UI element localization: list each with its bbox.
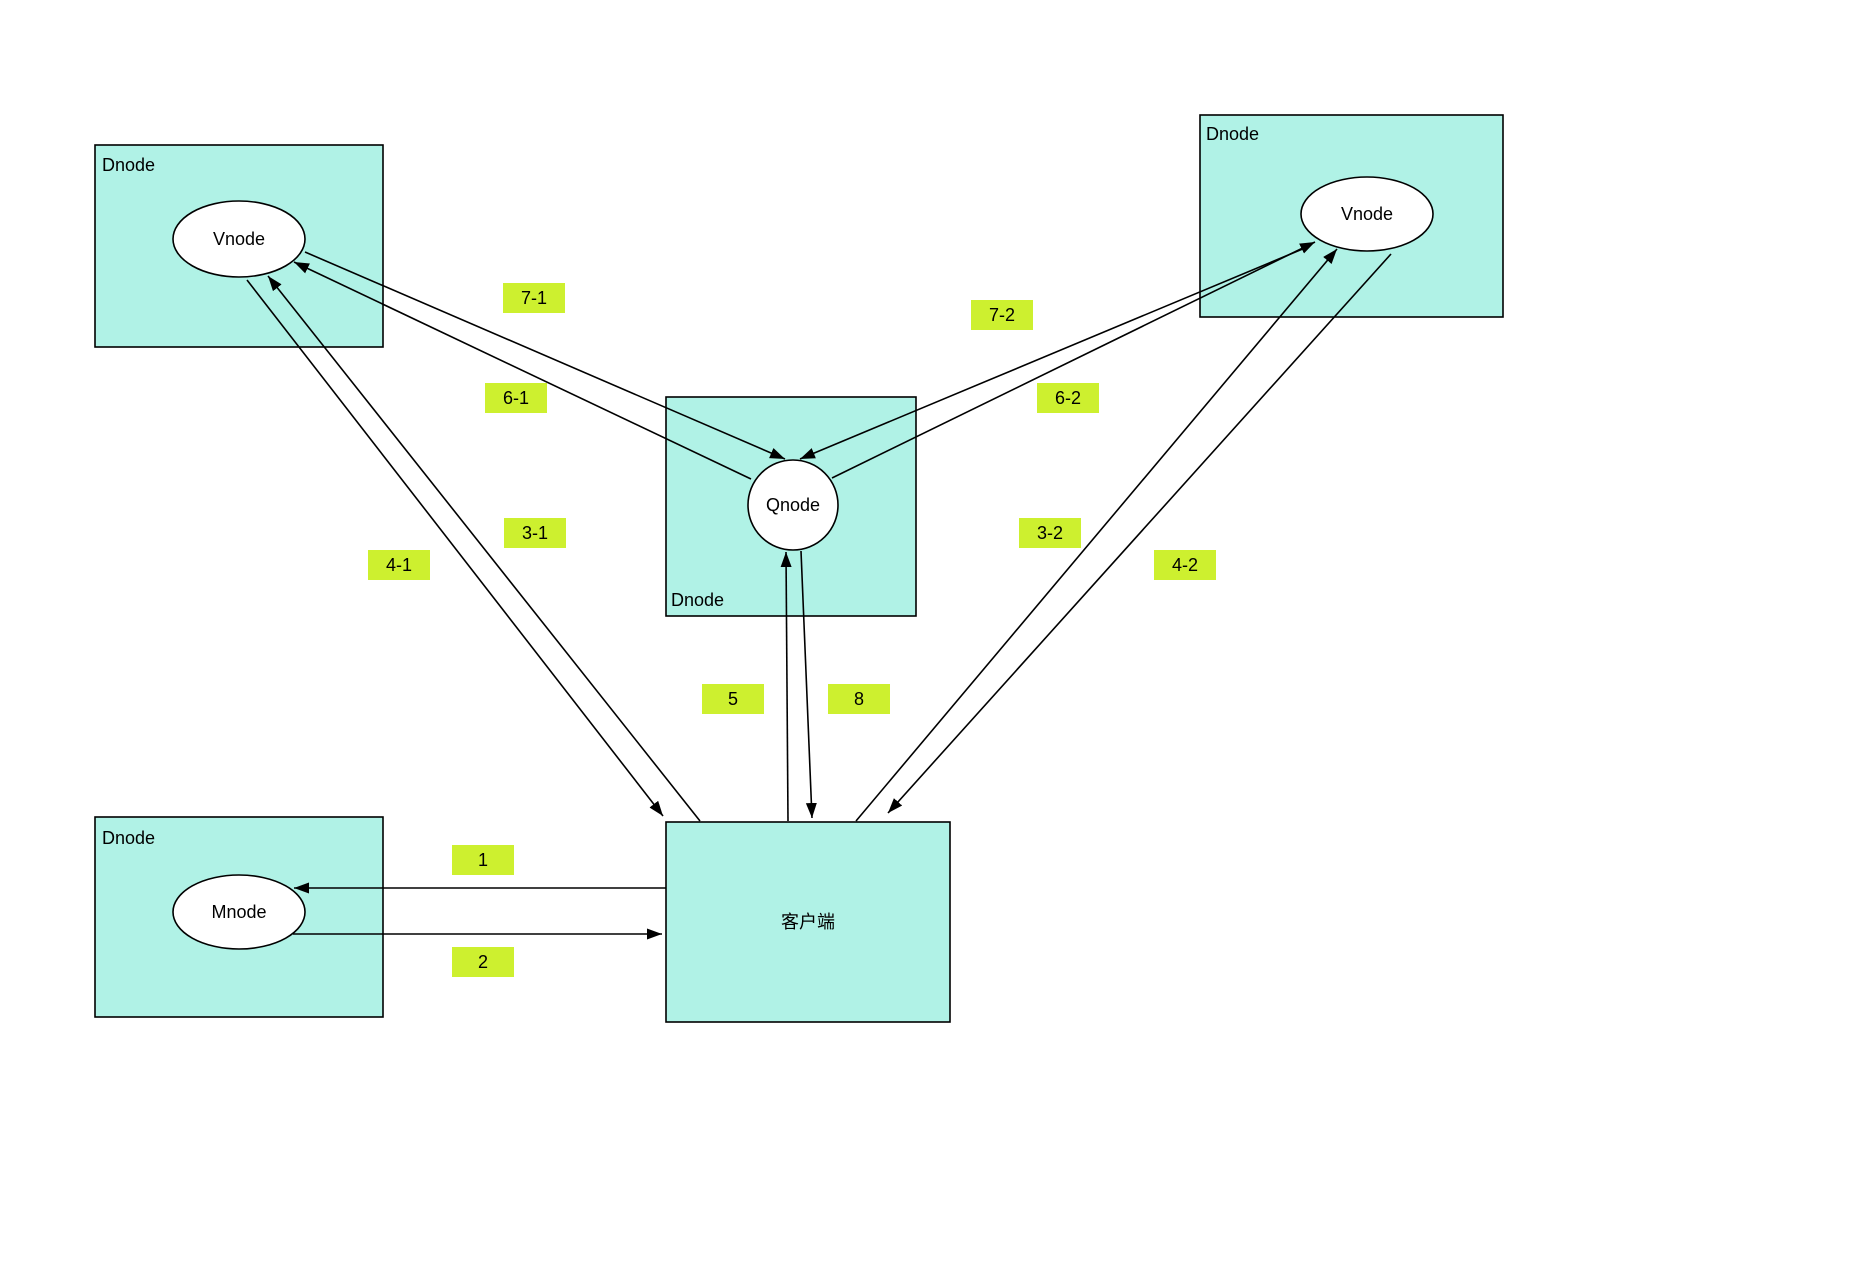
vnode-top-right-label: Vnode	[1341, 204, 1393, 224]
edge-7-1-line	[304, 251, 786, 460]
edge-3-2-label-bg	[1019, 518, 1081, 548]
edge-4-2-label: 4-2	[1172, 555, 1198, 575]
edge-5-label: 5	[728, 689, 738, 709]
vnode-top-right-ellipse	[1300, 176, 1434, 252]
edge-8-label: 8	[854, 689, 864, 709]
edge-1-label-bg	[452, 845, 514, 875]
edge-7-1-label-bg	[503, 283, 565, 313]
edge-4-1-label: 4-1	[386, 555, 412, 575]
edge-3-2-line	[855, 248, 1338, 822]
dnode-top-left-label: Dnode	[102, 155, 155, 175]
edge-6-2-label: 6-2	[1055, 388, 1081, 408]
edge-7-2-label-bg	[971, 300, 1033, 330]
edge-3-1-label: 3-1	[522, 523, 548, 543]
edge-6-2-label-bg	[1037, 383, 1099, 413]
dnode-top-right-label: Dnode	[1206, 124, 1259, 144]
edge-6-1-label: 6-1	[503, 388, 529, 408]
edge-4-2-line	[887, 253, 1392, 814]
edge-4-1-label-bg	[368, 550, 430, 580]
qnode-label: Qnode	[766, 495, 820, 515]
edge-6-1-label-bg	[485, 383, 547, 413]
edge-7-1-label: 7-1	[521, 288, 547, 308]
edge-2-label-bg	[452, 947, 514, 977]
edge-8-label-bg	[828, 684, 890, 714]
edge-3-1-label-bg	[504, 518, 566, 548]
dnode-middle-label: Dnode	[671, 590, 724, 610]
qnode-circle	[747, 459, 839, 551]
edge-7-2-label: 7-2	[989, 305, 1015, 325]
edge-4-2-label-bg	[1154, 550, 1216, 580]
edge-1-label: 1	[478, 850, 488, 870]
mnode-ellipse	[172, 874, 306, 950]
edge-5-line	[780, 551, 792, 822]
client-label: 客户端	[781, 912, 835, 932]
vnode-top-left-label: Vnode	[213, 229, 265, 249]
mnode-label: Mnode	[211, 902, 266, 922]
edge-5-label-bg	[702, 684, 764, 714]
edge-3-2-label: 3-2	[1037, 523, 1063, 543]
dnode-bottom-left-label: Dnode	[102, 828, 155, 848]
edge-2-label: 2	[478, 952, 488, 972]
edge-6-2-line	[831, 241, 1316, 479]
edge-7-2-line	[799, 247, 1306, 460]
edge-4-1-line	[246, 279, 664, 817]
client-box	[665, 821, 951, 1023]
edge-3-1-line	[267, 275, 701, 822]
edge-8-line	[800, 550, 817, 819]
vnode-top-left-ellipse	[172, 200, 306, 278]
edge-6-1-line	[293, 261, 752, 480]
